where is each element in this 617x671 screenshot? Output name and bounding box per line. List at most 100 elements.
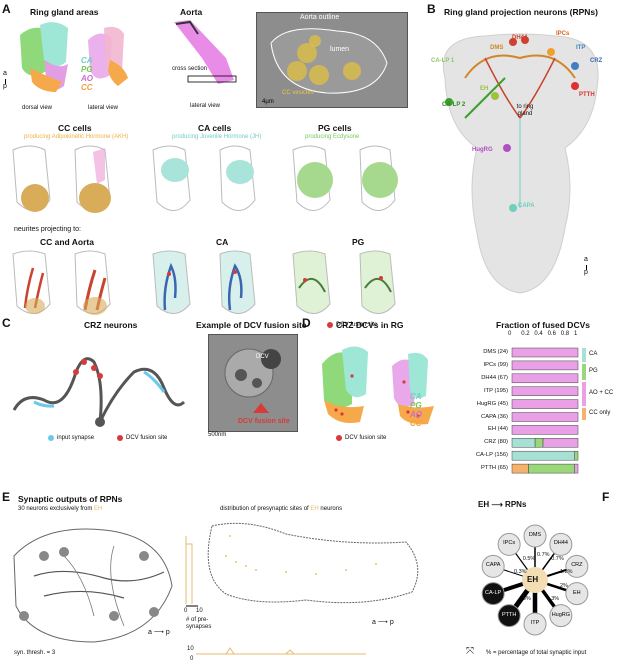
node-itp bbox=[523, 612, 547, 636]
em-scale-label: 4µm bbox=[262, 99, 274, 105]
rpn-title: Ring gland projection neurons (RPNs) bbox=[444, 7, 598, 17]
cross-section-label: cross section bbox=[172, 66, 208, 72]
vhist-tick-0: 0 bbox=[190, 656, 194, 662]
rpn-ipcs: IPCs bbox=[556, 31, 570, 37]
panel-label-b: B bbox=[427, 2, 436, 16]
node-label: HugRG bbox=[551, 611, 571, 618]
e-left-axis-p: p bbox=[165, 629, 170, 636]
aorta-shape bbox=[174, 20, 237, 84]
bar-category-label: CRZ (80) bbox=[484, 439, 508, 446]
node-dms bbox=[523, 524, 547, 548]
e-right-subtitle-eh: EH bbox=[310, 506, 319, 512]
input-synapse-legend: input synapse bbox=[57, 435, 95, 441]
rpn-hug: HugRG bbox=[472, 147, 493, 153]
rpn-itp: ITP bbox=[576, 45, 586, 51]
bar-aocc-2 bbox=[511, 373, 579, 384]
series-legend-swatch bbox=[582, 348, 586, 362]
series-legend-swatch bbox=[582, 382, 586, 406]
rpn-axis-line bbox=[586, 265, 587, 270]
cc-cells-title: CC cells bbox=[58, 123, 92, 133]
edge-percentage: 3% bbox=[551, 595, 560, 602]
rpn-to-ring-gland: to ring gland bbox=[516, 104, 534, 117]
e-left-subtitle-text: 30 neurons exclusively from bbox=[18, 506, 95, 512]
dcv-fusion-legend-c: DCV fusion site bbox=[126, 435, 168, 441]
bar-pg-7 bbox=[534, 438, 544, 448]
ca-cells-image bbox=[152, 145, 256, 211]
bar-cconly-9 bbox=[511, 463, 529, 474]
series-legend-label: CC only bbox=[589, 410, 611, 416]
node-label: CAPA bbox=[485, 562, 501, 569]
node-label: IPCs bbox=[503, 540, 516, 547]
bar-ca-8 bbox=[511, 450, 575, 461]
e-left-subtitle: 30 neurons exclusively from EH bbox=[18, 506, 102, 512]
e-right-axis: a ⟶ p bbox=[372, 619, 394, 626]
node-crz bbox=[565, 554, 589, 578]
legend-pg: PG bbox=[81, 65, 93, 74]
bar-category-label: CA-LP (156) bbox=[475, 452, 508, 459]
d-legend-cc: CC bbox=[410, 419, 422, 428]
aorta-title: Aorta bbox=[180, 7, 203, 17]
f-header-left: EH bbox=[478, 500, 490, 509]
pg-cells-subtitle: producing Ecdysone bbox=[305, 134, 360, 140]
dcv-fusion-dot-c bbox=[117, 435, 123, 441]
node-ptth bbox=[497, 604, 521, 628]
d-legend-pg: PG bbox=[410, 401, 422, 410]
node-eh bbox=[565, 582, 589, 606]
d-legend-ao: AO bbox=[410, 410, 422, 419]
crz-neurons-title: CRZ neurons bbox=[84, 320, 138, 330]
panel-label-a: A bbox=[2, 2, 11, 16]
eh-targets-image bbox=[13, 528, 173, 643]
pg-cells-title: PG cells bbox=[318, 123, 352, 133]
bar-aocc-1 bbox=[511, 360, 579, 371]
aorta-outline-label: Aorta outline bbox=[300, 14, 340, 21]
node-label: CRZ bbox=[571, 562, 583, 569]
bar-category-label: EH (44) bbox=[488, 426, 508, 433]
node-label: DMS bbox=[528, 532, 542, 538]
ring-gland-areas-title: Ring gland areas bbox=[30, 7, 99, 17]
panel-label-c: C bbox=[2, 316, 11, 330]
dcv-fusion-dot-d bbox=[336, 435, 342, 441]
bar-category-label: CAPA (36) bbox=[481, 413, 508, 420]
panel-label-e: E bbox=[2, 490, 11, 504]
bar-ca-7 bbox=[511, 438, 536, 448]
eh-connectivity-graph bbox=[481, 524, 589, 636]
e-right-axis-p: p bbox=[389, 619, 394, 626]
d-legend-ca: CA bbox=[410, 392, 422, 401]
edge-percentage: 1.2% bbox=[560, 568, 573, 575]
rpn-brain-image bbox=[443, 33, 599, 294]
dcv-legend-a: DCV fusion site bbox=[336, 322, 378, 328]
crz-neurons-image bbox=[12, 357, 186, 427]
lumen-label: lumen bbox=[330, 46, 350, 53]
neurites-label: neurites projecting to: bbox=[14, 226, 81, 233]
edge-percentage: 0.7% bbox=[551, 556, 564, 563]
neurites-ca-title: CA bbox=[216, 237, 229, 247]
ca-cells-title: CA cells bbox=[198, 123, 232, 133]
node-label: DH44 bbox=[553, 540, 568, 547]
crz-dcvs-image bbox=[322, 346, 434, 425]
dcv-label: DCV bbox=[256, 354, 269, 360]
bar-aocc-4 bbox=[511, 399, 579, 409]
neurites-cc-aorta-title: CC and Aorta bbox=[40, 237, 94, 247]
dcv-fusion-legend-d: DCV fusion site bbox=[345, 435, 387, 441]
rpn-ca-lp1: CA-LP 1 bbox=[431, 58, 455, 64]
x-tick-label: 0.4 bbox=[534, 331, 543, 337]
x-tick-label: 1 bbox=[574, 331, 578, 337]
fusion-site-label: DCV fusion site bbox=[238, 418, 290, 425]
series-legend-swatch bbox=[582, 364, 586, 380]
axis-line bbox=[5, 79, 6, 84]
bar-pg-8 bbox=[574, 450, 579, 461]
node-hugrg bbox=[549, 604, 573, 628]
center-node-eh bbox=[522, 567, 548, 593]
node-ipcs bbox=[497, 532, 521, 556]
bar-aocc-6 bbox=[511, 425, 579, 435]
edge-percentage: 0.5% bbox=[522, 556, 536, 563]
bar-aocc-9 bbox=[574, 463, 579, 474]
crz-dcvs-title: CRZ DCVs in RG bbox=[336, 320, 404, 330]
series-legend-label: CA bbox=[589, 351, 598, 357]
aorta-lateral-label: lateral view bbox=[190, 103, 221, 109]
cc-vesicles-label: CC vesicles bbox=[282, 90, 314, 96]
rpn-eh: EH bbox=[480, 86, 489, 92]
c-scale-label: 500nm bbox=[208, 432, 227, 438]
legend-ao: AO bbox=[81, 74, 93, 83]
synaptic-outputs-title: Synaptic outputs of RPNs bbox=[18, 494, 123, 504]
